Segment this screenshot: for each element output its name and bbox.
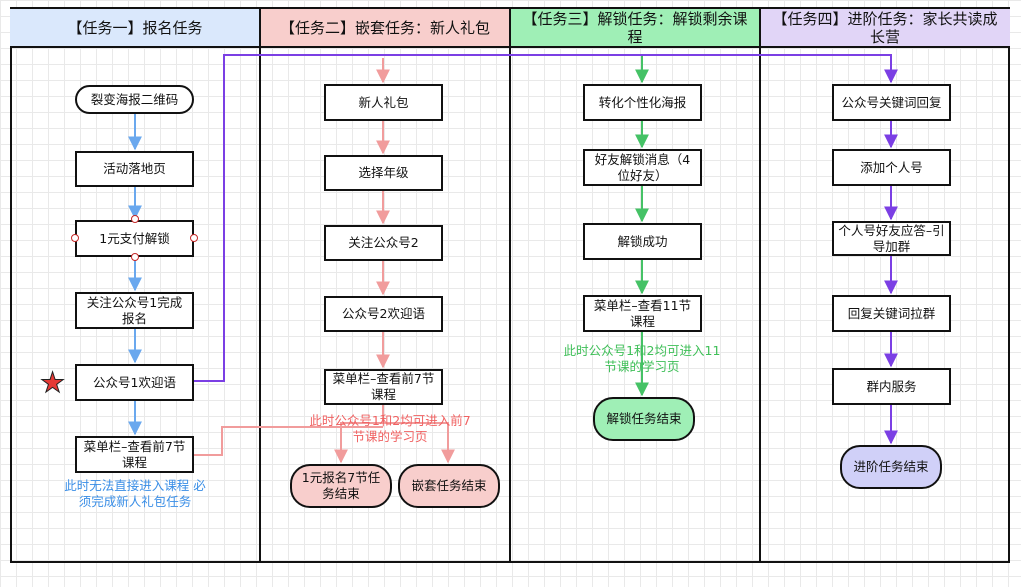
edge-l1-to-l4 [194, 54, 898, 382]
lane-header-4: 【任务四】进阶任务：家长共读成长营 [760, 9, 1010, 48]
lane-divider-1 [259, 9, 261, 561]
node-custom-poster[interactable]: 转化个性化海报 [583, 84, 702, 121]
node-landing-page[interactable]: 活动落地页 [75, 151, 194, 187]
connection-point [190, 234, 198, 242]
node-select-grade[interactable]: 选择年级 [324, 155, 443, 191]
node-unlock-success[interactable]: 解锁成功 [583, 223, 702, 260]
node-menu-view7-lane1[interactable]: 菜单栏–查看前7节课程 [75, 436, 194, 473]
lane-divider-2 [509, 9, 511, 561]
note-lane1: 此时无法直接进入课程 必须完成新人礼包任务 [64, 478, 206, 509]
node-personal-reply-guide[interactable]: 个人号好友应答–引导加群 [832, 221, 951, 256]
node-poster-qrcode[interactable]: 裂变海报二维码 [75, 85, 194, 114]
node-follow-account1[interactable]: 关注公众号1完成报名 [75, 292, 194, 329]
node-add-personal[interactable]: 添加个人号 [832, 149, 951, 186]
edge-l2-split-a [334, 405, 384, 464]
edge-l2-split-b [383, 422, 455, 464]
note-lane3: 此时公众号1和2均可进入11节课的学习页 [563, 343, 721, 374]
connection-point [131, 215, 139, 223]
node-newbie-pack[interactable]: 新人礼包 [324, 84, 443, 121]
node-group-service[interactable]: 群内服务 [832, 368, 951, 405]
node-end-7lessons[interactable]: 1元报名7节任务结束 [290, 464, 392, 508]
diagram-frame [10, 7, 1010, 563]
connection-point [71, 234, 79, 242]
lane-header-3: 【任务三】解锁任务：解锁剩余课程 [510, 9, 760, 48]
node-pay-unlock[interactable]: 1元支付解锁 [75, 220, 194, 257]
star-icon: ★ [39, 366, 66, 399]
node-keyword-reply[interactable]: 公众号关键词回复 [832, 84, 951, 121]
lane-divider-3 [759, 9, 761, 561]
lane-header-1: 【任务一】报名任务 [10, 9, 260, 48]
node-welcome-msg2[interactable]: 公众号2欢迎语 [324, 296, 443, 332]
node-follow-account2[interactable]: 关注公众号2 [324, 225, 443, 261]
node-keyword-pull-group[interactable]: 回复关键词拉群 [832, 295, 951, 332]
node-end-nested-task[interactable]: 嵌套任务结束 [398, 464, 500, 508]
note-lane2: 此时公众号1和2均可进入前7节课的学习页 [309, 413, 471, 444]
node-end-advanced-task[interactable]: 进阶任务结束 [840, 445, 942, 489]
connection-point [131, 253, 139, 261]
node-end-unlock-task[interactable]: 解锁任务结束 [593, 397, 695, 441]
lane-header-2: 【任务二】嵌套任务：新人礼包 [260, 9, 510, 48]
node-menu-view7-lane2[interactable]: 菜单栏–查看前7节课程 [324, 369, 443, 405]
node-friend-unlock-msg[interactable]: 好友解锁消息（4位好友） [583, 149, 702, 186]
node-menu-view11[interactable]: 菜单栏–查看11节课程 [583, 295, 702, 332]
node-welcome-msg1[interactable]: 公众号1欢迎语 [75, 364, 194, 401]
